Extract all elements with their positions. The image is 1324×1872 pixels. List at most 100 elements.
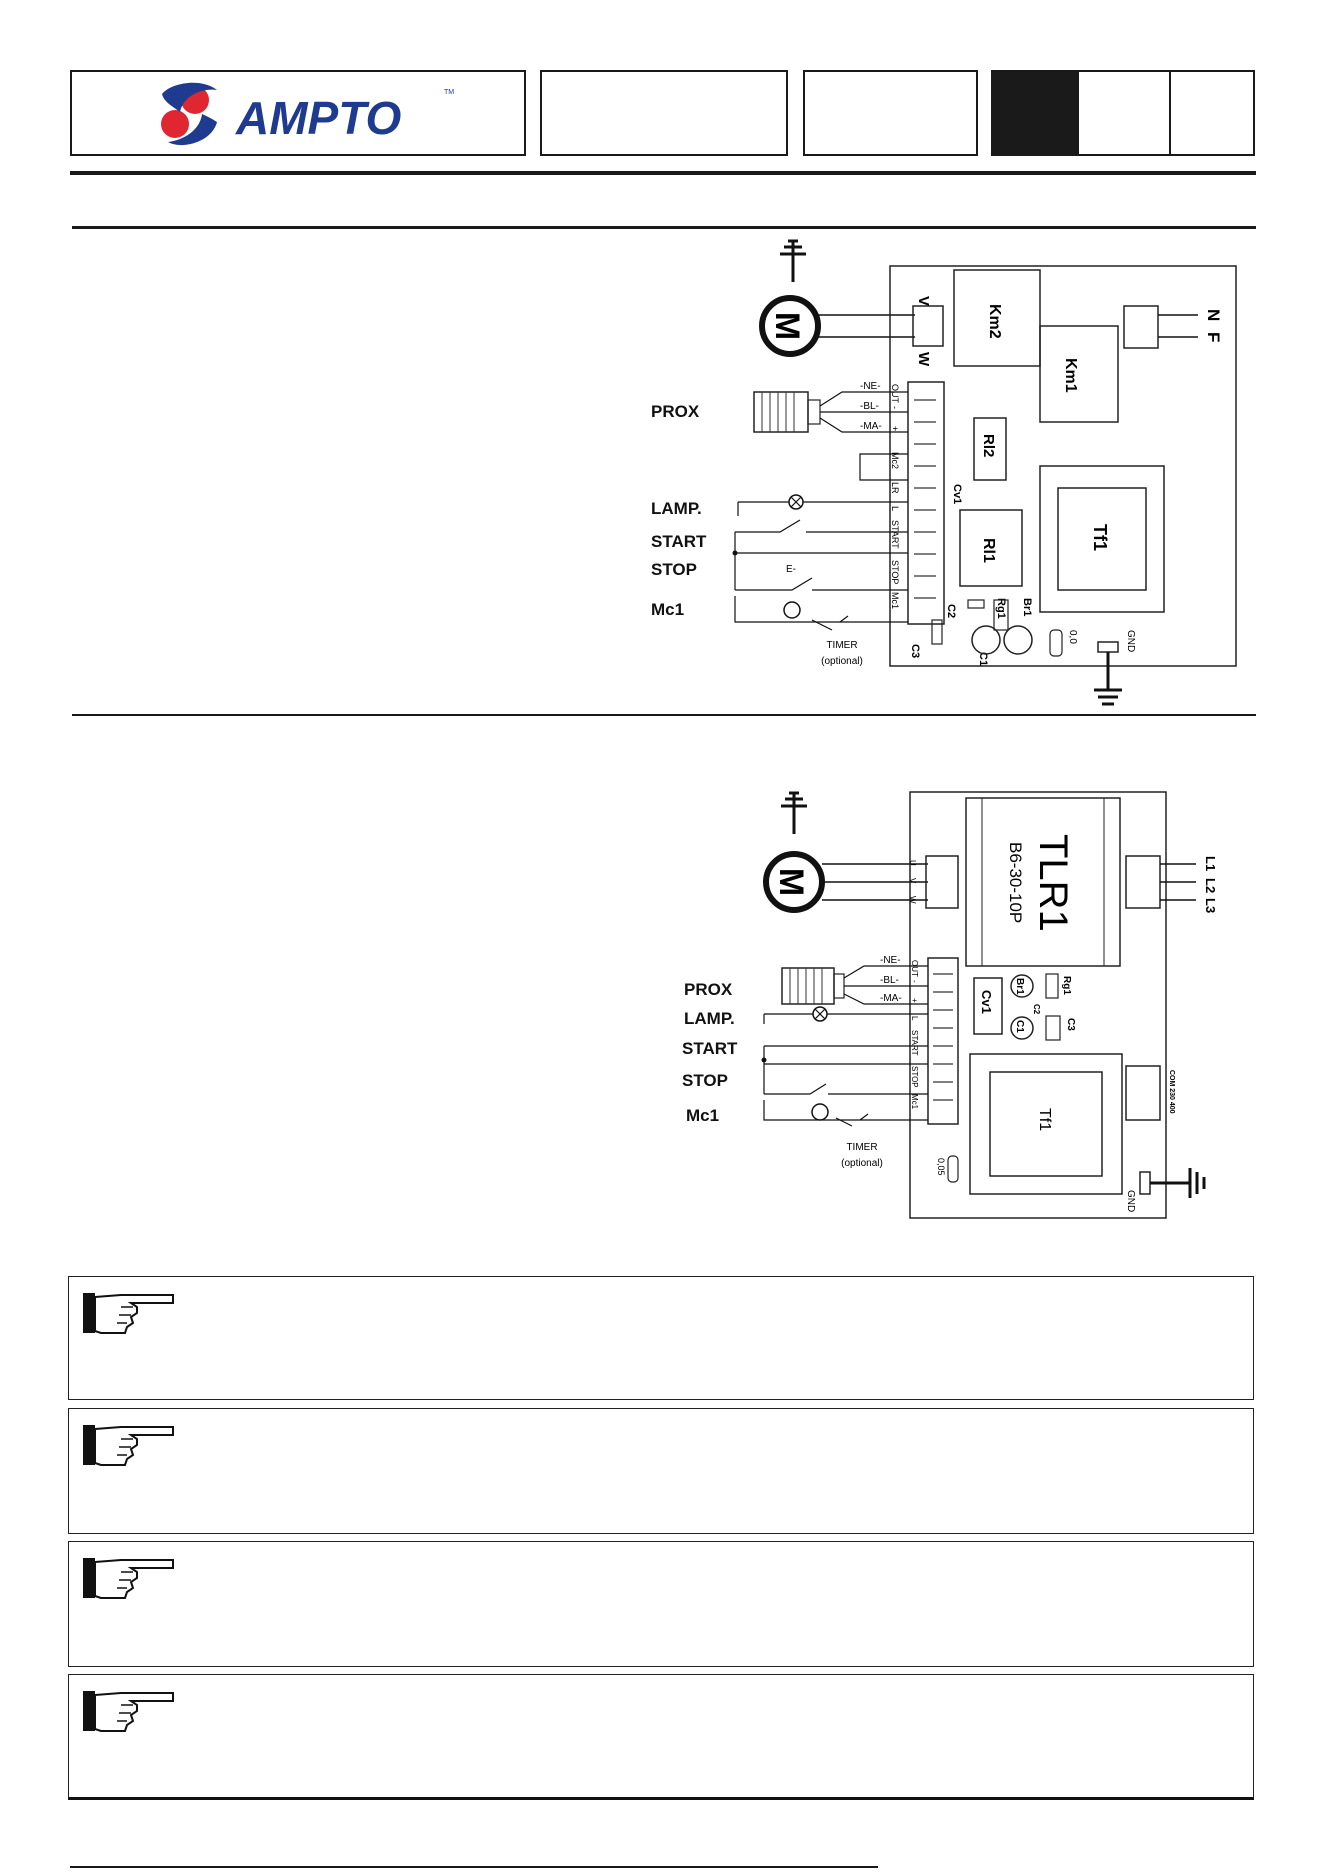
cv1-module-2 — [973, 977, 1003, 1035]
br1-label-2: Br1 — [1014, 978, 1025, 995]
capacitor-c3-icon — [931, 619, 943, 645]
label-prox-2: PROX — [684, 980, 733, 999]
tlr1-model: B6-30-10P — [1006, 842, 1025, 923]
c1-label: C1 — [977, 652, 989, 666]
fuse-icon — [1049, 629, 1063, 657]
control-board — [889, 265, 1237, 667]
wire2-color-ne: -NE- — [880, 955, 901, 966]
motor-icon — [759, 295, 821, 357]
label-start-1: START — [651, 532, 707, 551]
label-stop-1: STOP — [651, 560, 697, 579]
wire2-color-ma: -MA- — [880, 993, 902, 1004]
footer-rule — [70, 1866, 878, 1868]
strip2-label-mc1: Mc1 — [910, 1094, 919, 1110]
rg1-label: Rg1 — [995, 598, 1007, 619]
strip-label-start: START — [890, 520, 900, 549]
rl2-label: Rl2 — [980, 434, 997, 457]
rl1-label: Rl1 — [980, 538, 997, 563]
header-box-2 — [540, 70, 788, 156]
label-lamp-1: LAMP. — [651, 499, 702, 518]
terminal-l3: L3 — [1203, 898, 1218, 913]
timer-label: TIMER — [826, 640, 857, 651]
terminal-v: V — [915, 296, 932, 306]
note-box-3 — [68, 1541, 1254, 1667]
rg1-icon-2 — [1045, 973, 1059, 999]
br1-icon-2 — [1010, 974, 1034, 998]
c1-label-2: C1 — [1014, 1020, 1025, 1033]
com-label: COM 230 400 — [1168, 1070, 1175, 1114]
strip-label-lr: LR — [890, 482, 900, 494]
strip-label-plus: + — [890, 426, 900, 431]
motor-terminal-block — [912, 305, 944, 347]
ground-symbol-top — [780, 239, 806, 282]
strip2-label-minus: - — [910, 980, 919, 983]
resistor-icon — [967, 599, 985, 609]
rg1-label-2: Rg1 — [1061, 976, 1072, 995]
motor-terminal-block-2 — [925, 855, 959, 909]
fuse-label-2: 0,05 — [936, 1158, 946, 1176]
pointing-hand-icon — [83, 1293, 174, 1334]
strip2-label-plus: + — [910, 998, 919, 1003]
tf1-label-2: Tf1 — [1036, 1108, 1053, 1131]
header-rule — [70, 171, 1256, 175]
wire-color-ma: -MA- — [860, 421, 882, 432]
strip2-label-l: L — [910, 1016, 919, 1021]
transformer-tf1-2 — [969, 1053, 1123, 1195]
motor-letter: M — [768, 312, 806, 340]
timer-label-2: TIMER — [846, 1142, 877, 1153]
header-box-4 — [991, 70, 1255, 156]
tf1-label: Tf1 — [1090, 524, 1110, 551]
header-black-cell — [993, 72, 1079, 154]
gnd-label-2: GND — [1125, 1190, 1136, 1212]
capacitor-c1-icon — [971, 625, 1001, 655]
terminal-strip — [907, 381, 945, 625]
terminal-n: N — [1204, 309, 1223, 321]
strip2-label-start: START — [910, 1030, 919, 1056]
rg1-icon — [993, 599, 1009, 631]
label-lamp-2: LAMP. — [684, 1009, 735, 1028]
label-mc1-1: Mc1 — [651, 600, 685, 619]
note-box-1 — [68, 1276, 1254, 1400]
wire-color-bl: -BL- — [860, 401, 879, 412]
wire-color-ne: -NE- — [860, 381, 881, 392]
com-terminal-block — [1125, 1065, 1161, 1121]
ground-symbol-right-2 — [1150, 1168, 1206, 1198]
strip-label-l: L — [890, 506, 900, 511]
br1-label: Br1 — [1021, 598, 1033, 616]
switch-mark: E- — [786, 564, 796, 575]
wiring-diagram-three-phase: M U V W TLR1 B6-30-10P L1 L2 L3 OUT - + … — [761, 791, 1218, 1219]
gnd-terminal — [1097, 641, 1119, 653]
gnd-terminal-2 — [1139, 1171, 1151, 1195]
c2-label: C2 — [945, 604, 957, 618]
br1-icon — [1003, 625, 1033, 655]
timer-optional-label-2: (optional) — [841, 1158, 883, 1169]
wiring-diagram-single-phase: M V W Km2 Km1 N F OUT - + Mc2 LR L START… — [732, 239, 1237, 706]
supply-terminal-block-2 — [1125, 855, 1161, 909]
strip2-label-stop: STOP — [910, 1066, 919, 1088]
label-start-2: START — [682, 1039, 738, 1058]
gnd-label: GND — [1125, 630, 1136, 652]
control-board-2 — [909, 791, 1167, 1219]
wire2-color-bl: -BL- — [880, 975, 899, 986]
relay-rl1 — [959, 509, 1023, 587]
note-box-4 — [68, 1674, 1254, 1800]
c3-label: C3 — [909, 644, 921, 658]
terminal-w: W — [915, 352, 932, 367]
c2-label-2: C2 — [1032, 1004, 1041, 1015]
pointing-hand-icon — [83, 1558, 174, 1599]
brand-tm: TM — [444, 89, 454, 96]
logo-box: AMPTO TM — [70, 70, 526, 156]
pointing-hand-icon — [83, 1425, 174, 1466]
c1-icon-2 — [1010, 1016, 1034, 1040]
brand-name: AMPTO — [235, 92, 401, 144]
section-rule-2 — [72, 714, 1256, 716]
header-box-3 — [803, 70, 978, 156]
header-divider-1 — [1169, 72, 1171, 154]
label-stop-2: STOP — [682, 1071, 728, 1090]
section-rule-1 — [72, 226, 1256, 229]
terminal-w-2: W — [908, 896, 917, 904]
relay-km2 — [953, 269, 1041, 367]
motor-letter-2: M — [772, 868, 810, 896]
tlr1-label: TLR1 — [1031, 834, 1075, 932]
timer-switch-icon-2 — [811, 1103, 829, 1121]
